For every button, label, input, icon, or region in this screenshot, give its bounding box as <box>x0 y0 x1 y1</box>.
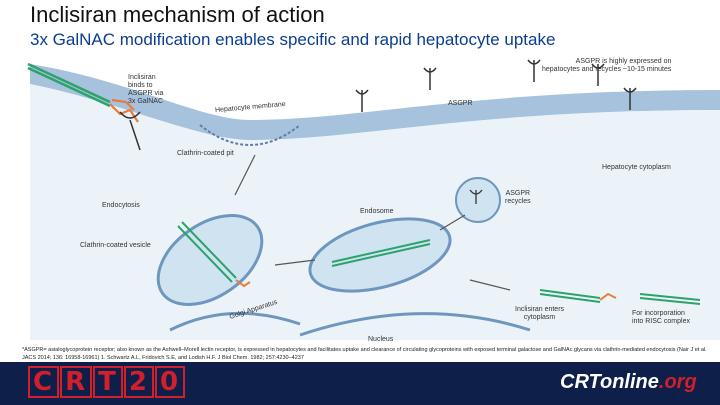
label-inclisiran-binds: Inclisiran binds to ASGPR via 3x GalNAC <box>128 74 164 105</box>
crtonline-logo: CRTonline.org <box>560 371 697 393</box>
page-title: Inclisiran mechanism of action <box>30 2 325 27</box>
inclisiran-in-vesicle <box>177 221 251 288</box>
hepatocyte-membrane <box>30 64 720 140</box>
asgpr-receptor <box>355 59 637 112</box>
label-hepatocyte-cytoplasm: Hepatocyte cytoplasm <box>602 164 671 171</box>
footnote: *ASGPR= asialoglycoprotein receptor; als… <box>22 347 707 361</box>
mechanism-diagram <box>27 59 720 340</box>
inclisiran-in-endosome <box>331 239 431 267</box>
label-asgpr-recycles: ASGPR recycles <box>505 190 531 205</box>
golgi-apparatus <box>169 311 301 332</box>
inclisiran-molecule-incoming <box>27 62 139 123</box>
page-subtitle: 3x GalNAC modification enables specific … <box>30 30 556 49</box>
label-risc: For incorporation into RISC complex <box>632 310 690 325</box>
label-asgpr-expression: ASGPR is highly expressed on hepatocytes… <box>542 58 672 73</box>
nucleus-envelope <box>299 312 531 337</box>
label-endosome: Endosome <box>360 208 394 215</box>
label-endocytosis: Endocytosis <box>102 202 140 209</box>
process-arrow <box>234 154 511 291</box>
label-nucleus: Nucleus <box>368 336 394 343</box>
inclisiran-released <box>539 289 701 305</box>
asgpr-receptor-entry <box>119 111 141 151</box>
clathrin-coated-pit <box>199 124 301 146</box>
label-asgpr: ASGPR <box>448 100 473 107</box>
label-clathrin-pit: Clathrin-coated pit <box>177 150 234 157</box>
label-clathrin-vesicle: Clathrin-coated vesicle <box>80 242 151 249</box>
label-inclisiran-enters: Inclisiran enters cytoplasm <box>515 306 565 321</box>
asgpr-recycling-vesicle <box>455 177 501 223</box>
